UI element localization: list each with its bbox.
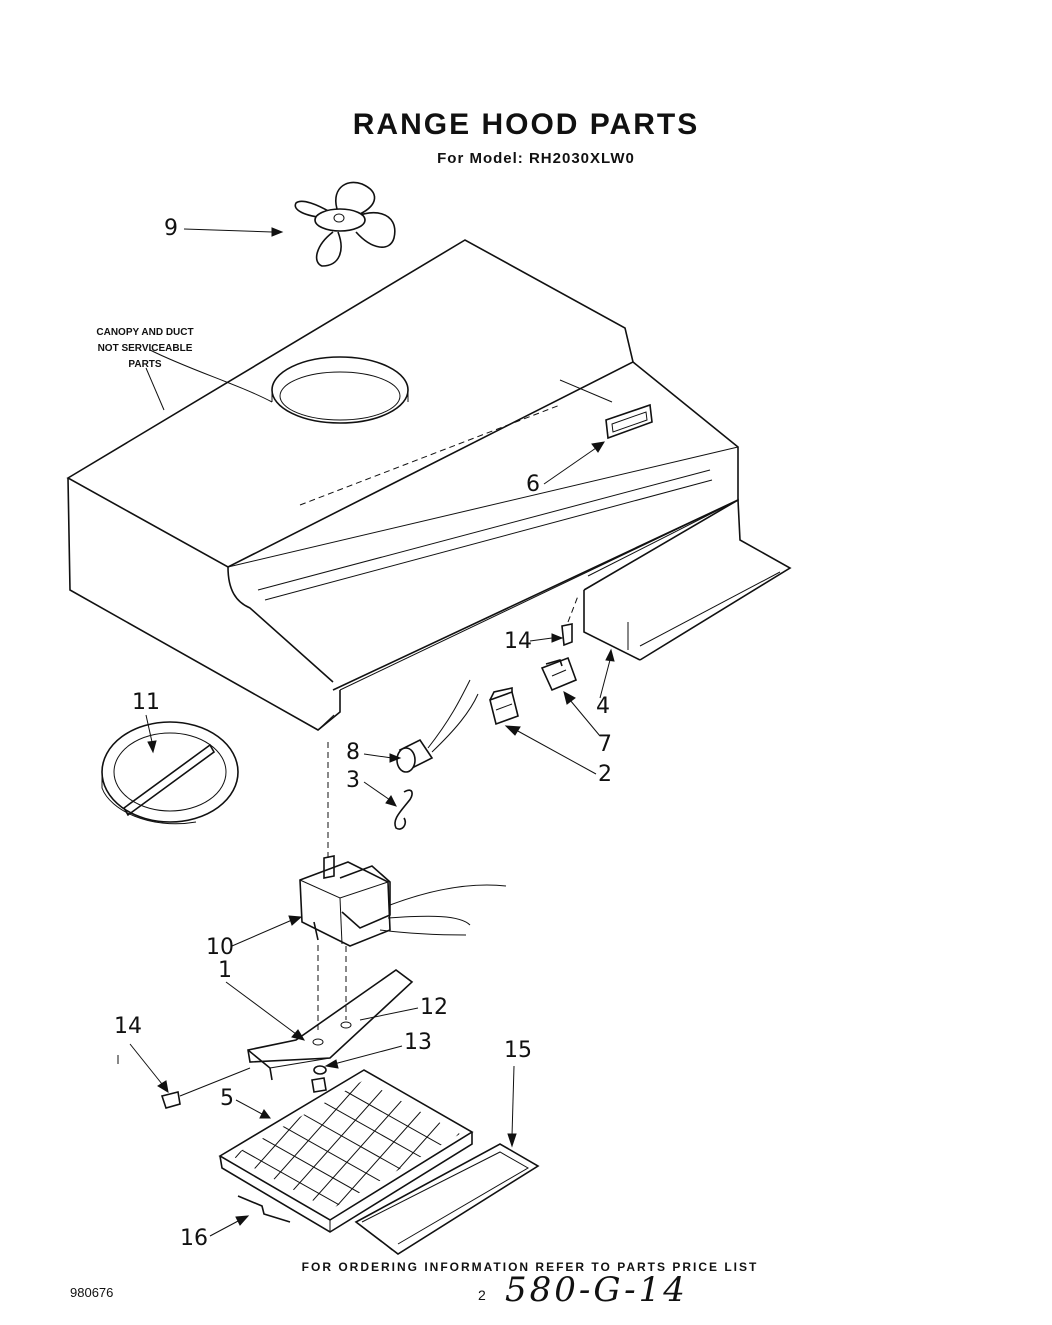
slide-switch-drawing: [489, 687, 519, 726]
motor-drawing: [299, 742, 507, 947]
clip-drawing: [394, 789, 413, 830]
document-number: 980676: [70, 1285, 114, 1300]
callout-number: 1: [218, 958, 232, 983]
grease-filter-drawing: [218, 1069, 474, 1233]
callout-number: 14: [504, 629, 532, 654]
callout-number: 10: [206, 935, 234, 960]
callout-number: 12: [420, 995, 448, 1020]
screw-drawing: [561, 595, 579, 647]
rocker-switch-drawing: [540, 656, 578, 692]
screw-drawing: [160, 1067, 251, 1109]
canopy-note: CANOPY AND DUCT NOT SERVICEABLE PARTS: [70, 325, 220, 373]
callout-number: 3: [346, 768, 360, 793]
canopy-note-line: PARTS: [128, 359, 162, 370]
callout-number: 2: [598, 762, 612, 787]
ordering-info: FOR ORDERING INFORMATION REFER TO PARTS …: [301, 1260, 759, 1274]
callout-number: 16: [180, 1226, 208, 1251]
motor-bracket-drawing: [247, 945, 414, 1081]
callout-number: 11: [132, 690, 160, 715]
callout-number: 9: [164, 216, 178, 241]
callout-number: 14: [114, 1014, 142, 1039]
hood-canopy-drawing: [66, 239, 739, 731]
callout-number: 6: [526, 472, 540, 497]
callout-number: 4: [596, 694, 610, 719]
callout-number: 7: [598, 732, 612, 757]
model-subtitle: For Model: RH2030XLW0: [437, 150, 635, 167]
lamp-socket-drawing: [396, 679, 479, 773]
spring-clip-drawing: [237, 1195, 291, 1223]
mounting-ring-drawing: [101, 721, 239, 825]
handwritten-note: 580-G-14: [505, 1270, 688, 1310]
callout-number: 5: [220, 1086, 234, 1111]
switch-bracket-drawing: [583, 498, 792, 661]
page-title: RANGE HOOD PARTS: [352, 108, 700, 141]
fan-blade-drawing: [294, 181, 396, 267]
handwritten-prefix: 2: [478, 1287, 486, 1303]
leader-lines: [117, 227, 615, 1237]
callout-number: 8: [346, 740, 360, 765]
callout-number: 13: [404, 1030, 432, 1055]
canopy-note-line: CANOPY AND DUCT: [96, 327, 194, 338]
callout-number: 15: [504, 1038, 532, 1063]
nut-drawing: [311, 1065, 327, 1093]
light-lens-drawing: [354, 1143, 540, 1255]
canopy-note-line: NOT SERVICEABLE: [97, 343, 193, 354]
